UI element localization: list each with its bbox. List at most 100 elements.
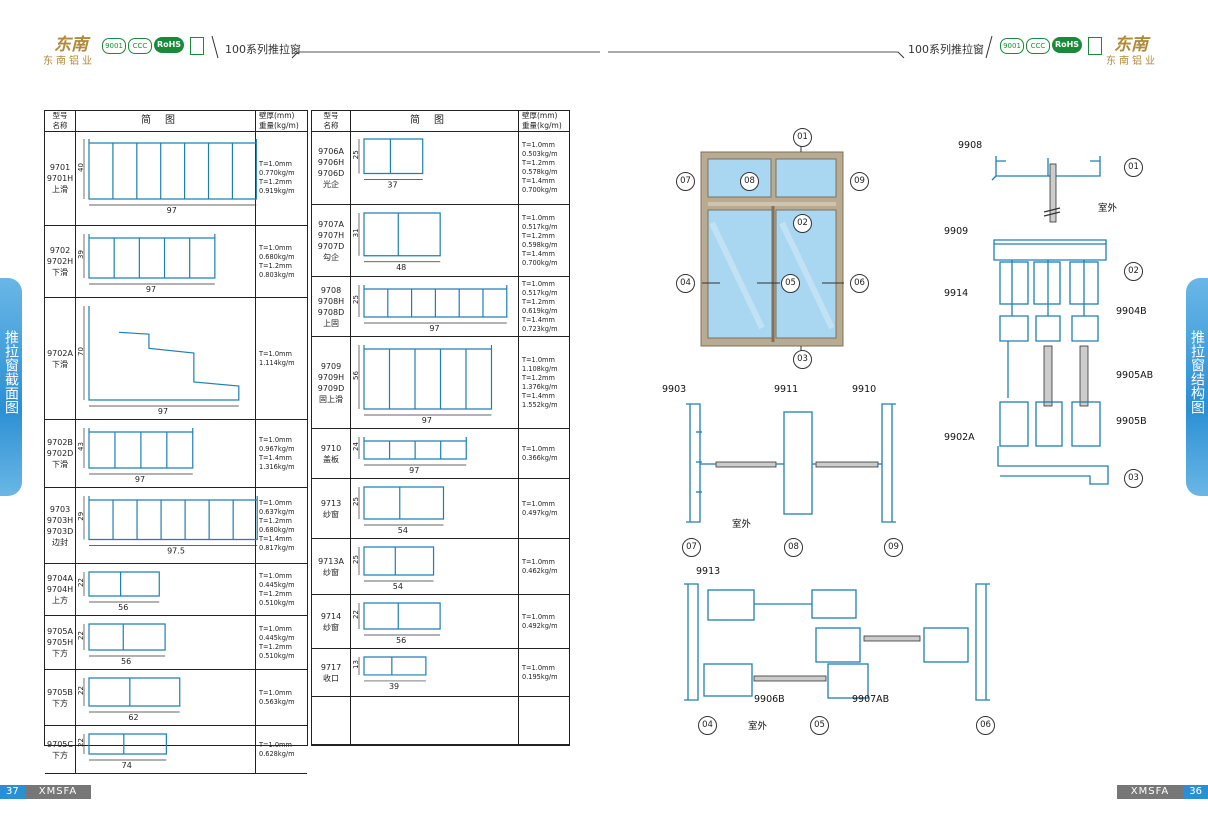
profile-model: 9702A 下滑 [45, 298, 76, 419]
company-logo-mark-right: 东南 [1114, 35, 1148, 55]
label-9914: 9914 [944, 288, 969, 299]
cert-badge-ccc: CCC [128, 38, 152, 54]
company-logo-text: 东南铝业 [43, 56, 95, 67]
width-dimension-label: 62 [128, 713, 138, 722]
quality-mark-icon-right [1088, 37, 1102, 55]
marker-07: 07 [676, 172, 695, 191]
profile-model: 9717 收口 [312, 649, 351, 696]
height-dimension-label: 40 [77, 163, 85, 172]
window-elevation-drawing [700, 144, 844, 354]
height-dimension-label: 29 [77, 512, 85, 521]
horizontal-section-lower-drawing [684, 583, 990, 701]
profile-spec: T=1.0mm 0.497kg/m [522, 499, 558, 517]
height-dimension-label: 43 [77, 442, 85, 451]
height-dimension-label: 22 [77, 738, 85, 747]
header-model: 型号 名称 [45, 111, 76, 131]
profile-drawing: 56 22 [352, 602, 441, 645]
horizontal-section-upper-drawing [686, 403, 896, 523]
section-tab-right: 推拉窗结构图 [1186, 278, 1208, 496]
profile-spec: T=1.0mm 0.445kg/m T=1.2mm 0.510kg/m [259, 571, 295, 607]
marker-h1-08: 08 [784, 538, 803, 557]
profile-model: 9705A 9705H 下方 [45, 616, 76, 669]
rohs-badge: RoHS [154, 37, 184, 53]
company-logo-text-right: 东南铝业 [1106, 56, 1158, 67]
marker-06: 06 [850, 274, 869, 293]
height-dimension-label: 56 [352, 371, 360, 380]
header-drawing: 简图 [75, 111, 256, 131]
height-dimension-label: 22 [77, 686, 85, 695]
label-9902A: 9902A [944, 432, 975, 443]
profile-model: 9704A 9704H 上方 [45, 564, 76, 615]
marker-h1-09: 09 [884, 538, 903, 557]
marker-01: 01 [793, 128, 812, 147]
table-header-row: 型号 名称 简图 壁厚(mm) 重量(kg/m) [45, 111, 307, 132]
section-tab-left-label: 推拉窗截面图 [3, 330, 19, 414]
label-outside-vertical: 室外 [1098, 203, 1118, 214]
profile-spec: T=1.0mm 0.637kg/m T=1.2mm 0.680kg/m T=1.… [259, 498, 295, 552]
vertical-section: 9908 室外 9909 9914 9904B 9905AB 9905B 990… [940, 136, 1170, 506]
table-header-row-right: 型号 名称 简图 壁厚(mm) 重量(kg/m) [312, 111, 569, 132]
profile-model: 9707A 9707H 9707D 勾企 [312, 205, 351, 276]
label-9907AB: 9907AB [852, 694, 890, 705]
marker-v-01: 01 [1124, 158, 1143, 177]
height-dimension-label: 39 [77, 250, 85, 259]
width-dimension-label: 56 [396, 636, 406, 645]
profile-spec: T=1.0mm 0.563kg/m [259, 688, 295, 706]
width-dimension-label: 97 [167, 206, 177, 215]
profile-model: 9713A 纱窗 [312, 539, 351, 594]
header-drawing-right: 简图 [350, 111, 519, 131]
marker-02: 02 [793, 214, 812, 233]
profile-spec: T=1.0mm 0.770kg/m T=1.2mm 0.919kg/m [259, 160, 295, 195]
horizontal-section-upper: 9903 9911 9910 室外 07 08 09 [656, 382, 946, 568]
footer-brand-left: XMSFA [24, 785, 92, 799]
marker-v-02: 02 [1124, 262, 1143, 281]
label-outside-upper: 室外 [732, 519, 752, 530]
height-dimension-label: 70 [77, 347, 85, 356]
window-elevation: 01 02 03 04 05 06 07 08 09 [672, 128, 872, 369]
label-9908: 9908 [958, 140, 983, 151]
width-dimension-label: 56 [118, 603, 128, 612]
profile-model: 9702B 9702D 下滑 [45, 420, 76, 487]
header-left-rule [211, 35, 600, 59]
width-dimension-label: 56 [121, 657, 131, 666]
rohs-badge-right: RoHS [1052, 37, 1082, 53]
profile-spec: T=1.0mm 0.195kg/m [522, 663, 558, 681]
height-dimension-label: 22 [352, 610, 360, 619]
width-dimension-label: 54 [398, 526, 408, 535]
label-9905B: 9905B [1116, 416, 1147, 427]
section-tab-right-label: 推拉窗结构图 [1189, 330, 1205, 414]
marker-08: 08 [740, 172, 759, 191]
label-9913: 9913 [696, 566, 721, 577]
horizontal-section-lower: 9913 9906B 9907AB 室外 04 05 06 [668, 564, 1008, 740]
height-dimension-label: 25 [352, 295, 360, 304]
profile-spec: T=1.0mm 0.492kg/m [522, 612, 558, 630]
label-9909: 9909 [944, 226, 969, 237]
header-model-right: 型号 名称 [312, 111, 351, 131]
cert-badge-ccc-right: CCC [1026, 38, 1050, 54]
marker-03: 03 [793, 350, 812, 369]
profile-model: 9703 9703H 9703D 边封 [45, 488, 76, 563]
profile-model: 9710 盖板 [312, 429, 351, 478]
header-right-rule [608, 35, 993, 59]
